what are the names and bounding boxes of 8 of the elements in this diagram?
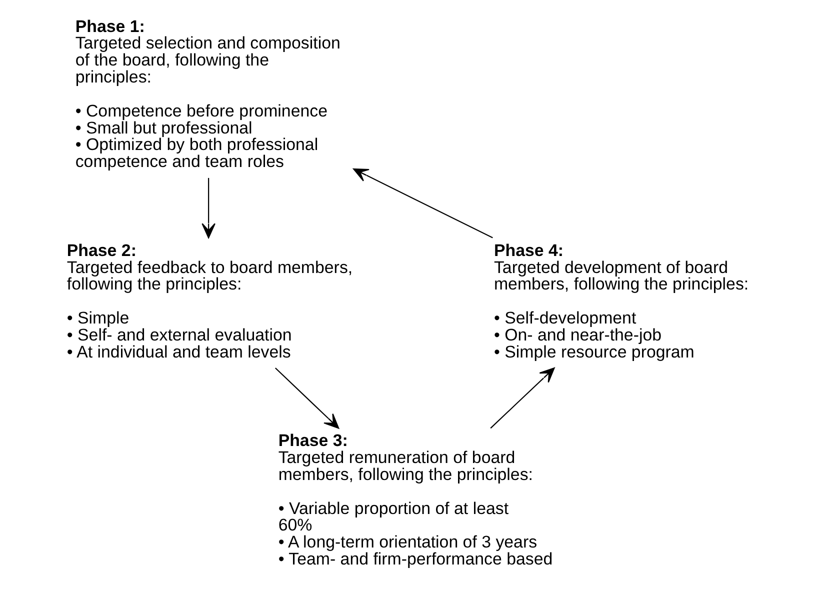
node-text: Phase 2: Targeted feedback to board members, following the principles: • Simple • Self- and external evaluation • At individual and team levels — [66, 240, 352, 362]
node-text: Phase 4: Targeted development of board members, following the principles: • Self-development • On- and near-the-job • Simple resource program — [493, 240, 748, 362]
arrow — [490, 367, 554, 429]
arrow — [274, 368, 339, 429]
arrow — [352, 168, 492, 238]
node-text: Phase 3: Targeted remuneration of board members, following the principles: • Variable proportion of at least 60% • A long-term orientation of 3 years • Team- and firm-performance based — [278, 431, 552, 569]
node-text: Phase 1: Targeted selection and composition of the board, following the principles: • Competence before prominence • Small but professional • Optimized by both professional competence and team roles — [74, 16, 340, 172]
arrow — [201, 178, 215, 238]
